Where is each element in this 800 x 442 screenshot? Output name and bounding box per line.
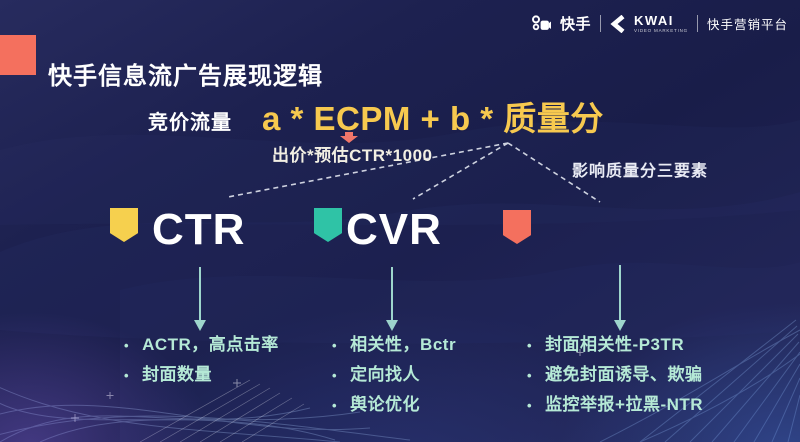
title-accent-square — [0, 35, 36, 75]
cvr-label: CVR — [346, 205, 442, 254]
bullet-icon: • — [527, 338, 533, 353]
brand-divider — [599, 15, 601, 32]
bullet-icon: • — [332, 368, 338, 383]
brand-bar: 快手 KWAI VIDEO MARKETING 快手营销平台 — [531, 13, 788, 34]
marketing-platform-label: 快手营销平台 — [706, 18, 788, 32]
ctr-label: CTR — [152, 205, 246, 254]
list-item: •相关性，Bctr — [332, 334, 456, 357]
ecpm-pointer-arrow-icon — [340, 132, 358, 143]
kwai-wordmark: KWAI — [633, 12, 674, 28]
list-item: •避免封面诱导、欺骗 — [527, 364, 703, 387]
list-item: •ACTR，高点击率 — [124, 334, 279, 357]
list-item: •封面相关性-P3TR — [527, 334, 703, 357]
bullet-icon: • — [124, 338, 130, 353]
kuaishou-wordmark: 快手 — [559, 16, 591, 33]
bullet-icon: • — [332, 338, 338, 353]
list-item: •舆论优化 — [332, 394, 456, 417]
page-title: 快手信息流广告展现逻辑 — [48, 63, 323, 91]
third-factor-badge-icon — [503, 210, 531, 244]
factor-down-arrows — [194, 265, 626, 331]
list-item: •封面数量 — [124, 364, 279, 387]
kuaishou-camera-icon — [531, 14, 551, 30]
third-factor-item-list: •封面相关性-P3TR •避免封面诱导、欺骗 •监控举报+拉黑-NTR — [527, 334, 703, 424]
cvr-item-list: •相关性，Bctr •定向找人 •舆论优化 — [332, 334, 456, 424]
ctr-item-list: •ACTR，高点击率 •封面数量 — [124, 334, 279, 394]
ecpm-explanation: 出价*预估CTR*1000 — [272, 146, 433, 165]
bullet-icon: • — [332, 398, 338, 413]
bullet-icon: • — [527, 368, 533, 383]
kwai-subtext: VIDEO MARKETING — [633, 27, 688, 33]
quality-score-note: 影响质量分三要素 — [572, 163, 709, 180]
brand-divider — [696, 15, 698, 32]
bullet-icon: • — [124, 368, 130, 383]
ctr-badge-icon — [110, 208, 138, 242]
list-item: •定向找人 — [332, 364, 456, 387]
list-item: •监控举报+拉黑-NTR — [527, 394, 703, 417]
kwai-chevron-icon — [610, 14, 625, 33]
cvr-badge-icon — [314, 208, 342, 242]
bullet-icon: • — [527, 398, 533, 413]
bid-traffic-label: 竞价流量 — [148, 112, 232, 134]
ecpm-formula: a * ECPM + b * 质量分 — [262, 100, 604, 137]
